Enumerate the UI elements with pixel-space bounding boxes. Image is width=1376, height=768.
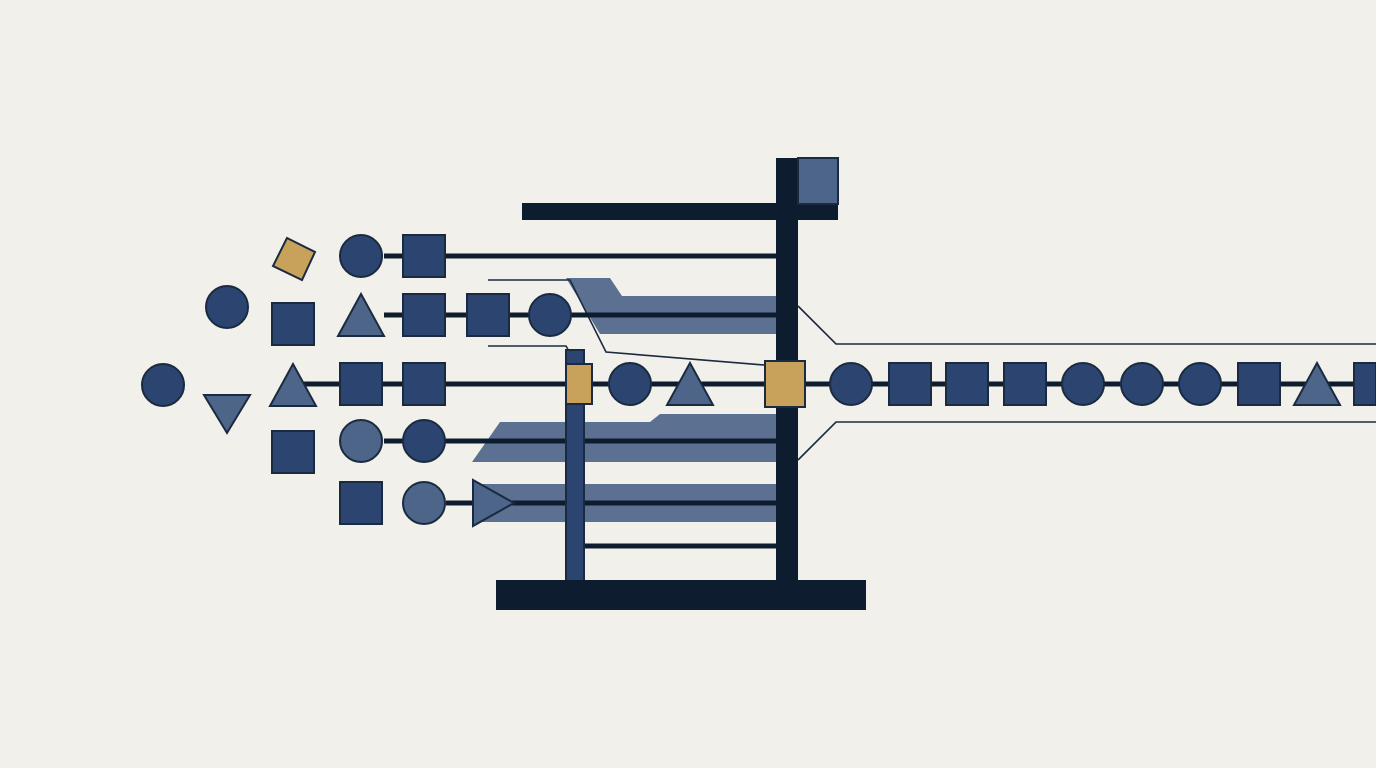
input-square: [271, 302, 315, 346]
output-stream: [829, 360, 1376, 406]
gold-gate-right: [764, 360, 806, 408]
lane-1-circle: [339, 234, 383, 278]
output-circle: [1178, 362, 1222, 406]
input-circle: [141, 363, 185, 407]
lane-2-square: [466, 293, 510, 337]
lane-3-square: [339, 362, 383, 406]
lane-5: [339, 478, 517, 528]
lane-2: [336, 291, 572, 337]
lane-2-circle: [528, 293, 572, 337]
output-square: [888, 362, 932, 406]
output-square: [1237, 362, 1281, 406]
output-square: [1353, 362, 1376, 406]
scattered-inputs: [141, 236, 318, 474]
funnel-outline-bottom: [797, 421, 1376, 461]
input-square: [271, 430, 315, 474]
lane-3-triangle: [665, 360, 715, 406]
output-circle: [1061, 362, 1105, 406]
input-triangle-up: [268, 361, 318, 407]
lane-1-square: [402, 234, 446, 278]
lane-5-circle: [402, 481, 446, 525]
gold-gate-left: [565, 363, 593, 405]
lane-3-square: [402, 362, 446, 406]
lane-4-circle: [402, 419, 446, 463]
output-circle: [829, 362, 873, 406]
output-square: [945, 362, 989, 406]
filter-band-upper: [566, 278, 776, 334]
output-circle: [1120, 362, 1164, 406]
frame-top-bar: [522, 203, 838, 220]
lane-3: [339, 360, 806, 408]
frame-post-cap: [797, 157, 839, 205]
lane-5-square: [339, 481, 383, 525]
funnel-outline-top: [797, 305, 1376, 345]
input-triangle-down: [202, 394, 252, 435]
lane-5-triangle-right: [472, 478, 517, 528]
lane-4: [339, 419, 446, 463]
lane-3-circle: [608, 362, 652, 406]
lane-1: [339, 234, 446, 278]
input-diamond: [271, 236, 317, 282]
lane-4-circle: [339, 419, 383, 463]
output-triangle: [1292, 360, 1342, 406]
input-circle: [205, 285, 249, 329]
frame-base: [496, 580, 866, 610]
filter-band-middle: [472, 414, 776, 462]
lane-2-triangle: [336, 291, 386, 337]
output-square: [1003, 362, 1047, 406]
lane-2-square: [402, 293, 446, 337]
